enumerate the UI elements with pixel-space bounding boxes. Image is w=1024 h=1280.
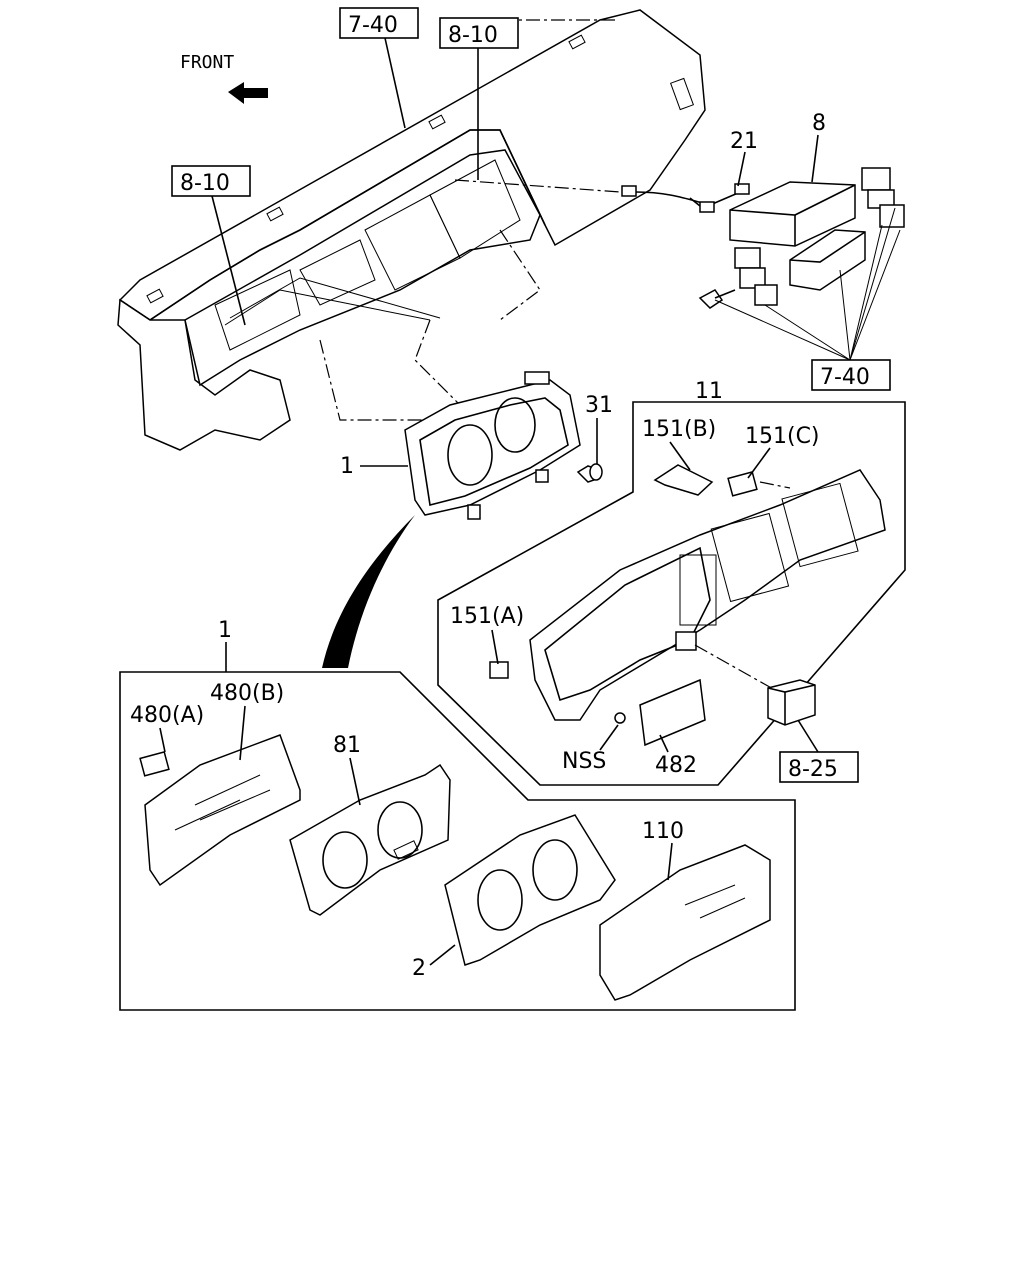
harness-21: 21 <box>454 129 758 213</box>
cluster-1-upper: 1 <box>340 371 581 520</box>
callout-480b: 480(B) <box>210 681 284 706</box>
switch-8-25: 8-25 <box>694 644 859 783</box>
callout-11: 11 <box>695 379 723 404</box>
callout-151b: 151(B) <box>642 417 716 442</box>
unit-8: 8 <box>698 111 905 309</box>
callout-1-lower: 1 <box>218 618 232 643</box>
ref-8-10-top: 8-10 <box>439 17 519 180</box>
svg-text:8-10: 8-10 <box>448 23 498 48</box>
group-11: 11 151(B) 151(C) 151(A) NSS 482 <box>437 379 906 786</box>
detail-arrow-icon <box>322 515 415 668</box>
front-arrow-icon <box>228 82 268 104</box>
callout-151c: 151(C) <box>745 424 820 449</box>
callout-21: 21 <box>730 129 758 154</box>
ref-7-40-top: 7-40 <box>339 7 419 129</box>
front-label: FRONT <box>180 52 234 73</box>
callout-2: 2 <box>412 956 426 981</box>
callout-482: 482 <box>655 753 697 778</box>
svg-text:7-40: 7-40 <box>820 365 870 390</box>
callout-1-upper: 1 <box>340 454 354 479</box>
callout-31: 31 <box>585 393 613 418</box>
ref-8-10-left: 8-10 <box>171 165 251 326</box>
svg-text:7-40: 7-40 <box>348 13 398 38</box>
callout-110: 110 <box>642 819 684 844</box>
callout-480a: 480(A) <box>130 703 204 728</box>
ref-8-25: 8-25 <box>788 757 838 782</box>
dashboard-panel <box>117 9 706 451</box>
screw-31: 31 <box>576 393 613 483</box>
group-1-lower: 1 480(B) 480(A) 81 2 110 <box>119 618 796 1011</box>
ref-7-40-right: 7-40 <box>714 207 901 391</box>
callout-81: 81 <box>333 733 361 758</box>
callout-nss: NSS <box>562 749 606 774</box>
callout-151a: 151(A) <box>450 604 524 629</box>
callout-8: 8 <box>812 111 826 136</box>
svg-text:8-10: 8-10 <box>180 171 230 196</box>
